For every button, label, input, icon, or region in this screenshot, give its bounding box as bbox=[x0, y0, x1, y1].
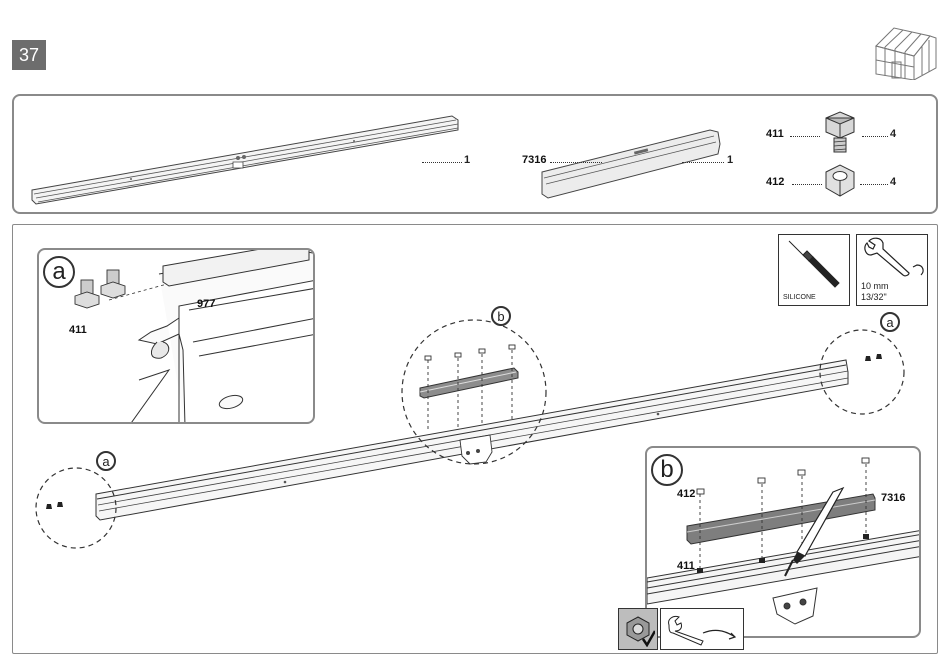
wrench-tool-box: 10 mm 13/32" bbox=[856, 234, 928, 306]
tighten-nut-icon-box bbox=[618, 608, 658, 650]
callout-b-center: b bbox=[491, 306, 511, 326]
wrench-turn-icon bbox=[663, 611, 741, 647]
callout-a-right: a bbox=[880, 312, 900, 332]
wrench-turn-icon-box bbox=[660, 608, 744, 650]
detail-a-drawing bbox=[39, 250, 315, 424]
detail-a-977-label: 977 bbox=[197, 298, 215, 310]
nut-tighten-icon bbox=[621, 613, 655, 647]
silicone-tube-icon bbox=[783, 239, 847, 289]
detail-b-411-label: 411 bbox=[677, 560, 695, 572]
detail-b-7316-label: 7316 bbox=[881, 492, 905, 504]
detail-a-letter: a bbox=[43, 256, 75, 288]
wrench-size-mm: 10 mm bbox=[861, 281, 889, 291]
detail-b-412-label: 412 bbox=[677, 488, 695, 500]
detail-b-letter: b bbox=[651, 454, 683, 486]
detail-a-411-label: 411 bbox=[69, 324, 87, 336]
wrench-size-in: 13/32" bbox=[861, 292, 887, 302]
callout-a-left: a bbox=[96, 451, 116, 471]
silicone-label: SILICONE bbox=[783, 293, 816, 303]
wrench-icon bbox=[859, 237, 927, 281]
silicone-tool-box: SILICONE bbox=[778, 234, 850, 306]
detail-a-inset: a 977 411 bbox=[37, 248, 315, 424]
